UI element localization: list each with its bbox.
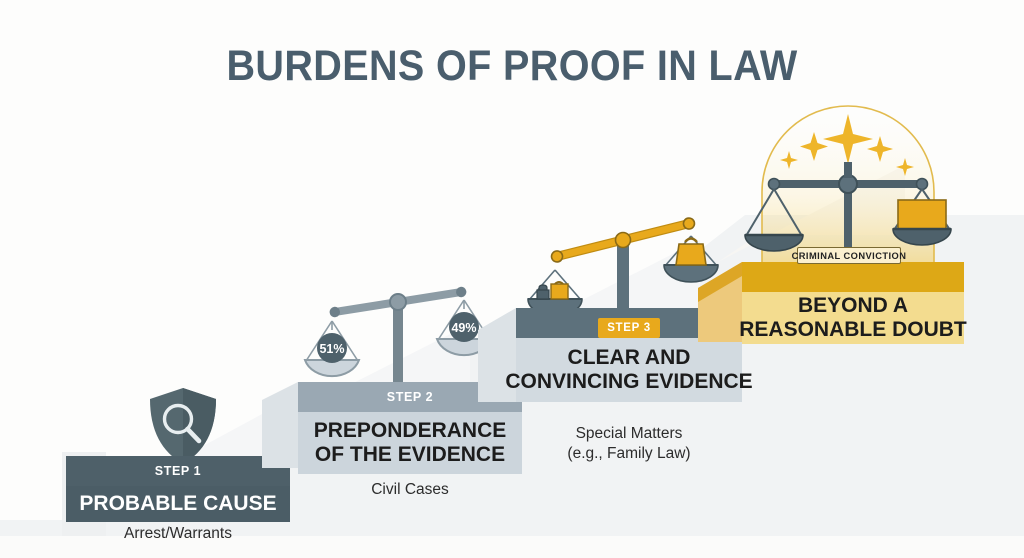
step-4-title-line1: BEYOND A: [797, 294, 909, 318]
step-3-caption-line1: Special Matters: [575, 425, 683, 442]
step-4-label: CRIMINAL CONVICTION: [791, 250, 907, 261]
step-4-bevel: [698, 262, 742, 342]
step-1-title-block[interactable]: PROBABLE CAUSE: [66, 486, 290, 522]
step-1-label-band[interactable]: STEP 1: [66, 456, 290, 486]
step-2-title-line2: OF THE EVIDENCE: [314, 443, 506, 466]
step-2-caption-line1: Civil Cases: [371, 481, 449, 498]
page-title: BURDENS OF PROOF IN LAW: [226, 42, 798, 90]
step-1-label: STEP 1: [154, 464, 202, 478]
step-3-caption-line2: (e.g., Family Law): [567, 445, 691, 463]
step-3-caption: Special Matters (e.g., Family Law): [516, 424, 742, 464]
balance-scale-halo-icon: [744, 96, 952, 272]
step-2-scale-right-value: 49%: [451, 321, 476, 335]
step-3-label: STEP 3: [607, 322, 651, 334]
step-3-title-line1: CLEAR AND: [567, 346, 691, 370]
step-3-title-block[interactable]: CLEAR AND CONVINCING EVIDENCE: [505, 338, 753, 402]
step-3-bevel: [478, 308, 516, 402]
criminal-conviction-tag[interactable]: CRIMINAL CONVICTION: [792, 247, 906, 264]
step-3-title-line2: CONVINCING EVIDENCE: [505, 370, 753, 393]
step-2-title-line1: PREPONDERANCE: [313, 419, 507, 443]
step-2-title-block[interactable]: PREPONDERANCE OF THE EVIDENCE: [298, 412, 522, 474]
step-2-label: STEP 2: [386, 390, 434, 404]
shield-magnifier-icon: [146, 386, 220, 466]
step-4-top-band[interactable]: [742, 262, 964, 304]
step-4-title-block[interactable]: BEYOND A REASONABLE DOUBT: [739, 292, 967, 344]
step-3-label-badge[interactable]: STEP 3: [598, 318, 660, 338]
step-1-title-line1: PROBABLE CAUSE: [79, 492, 277, 516]
balance-scale-weights-icon: [527, 217, 719, 322]
step-4-title-line2: REASONABLE DOUBT: [739, 318, 967, 341]
step-1-caption: Arrest/Warrants: [66, 524, 290, 544]
step-1-caption-line1: Arrest/Warrants: [124, 525, 232, 542]
step-2-scale-left-value: 51%: [319, 342, 344, 356]
balance-scale-percent-icon: 51% 49%: [303, 286, 493, 402]
step-2-caption: Civil Cases: [298, 480, 522, 500]
step-2-bevel: [262, 382, 298, 468]
